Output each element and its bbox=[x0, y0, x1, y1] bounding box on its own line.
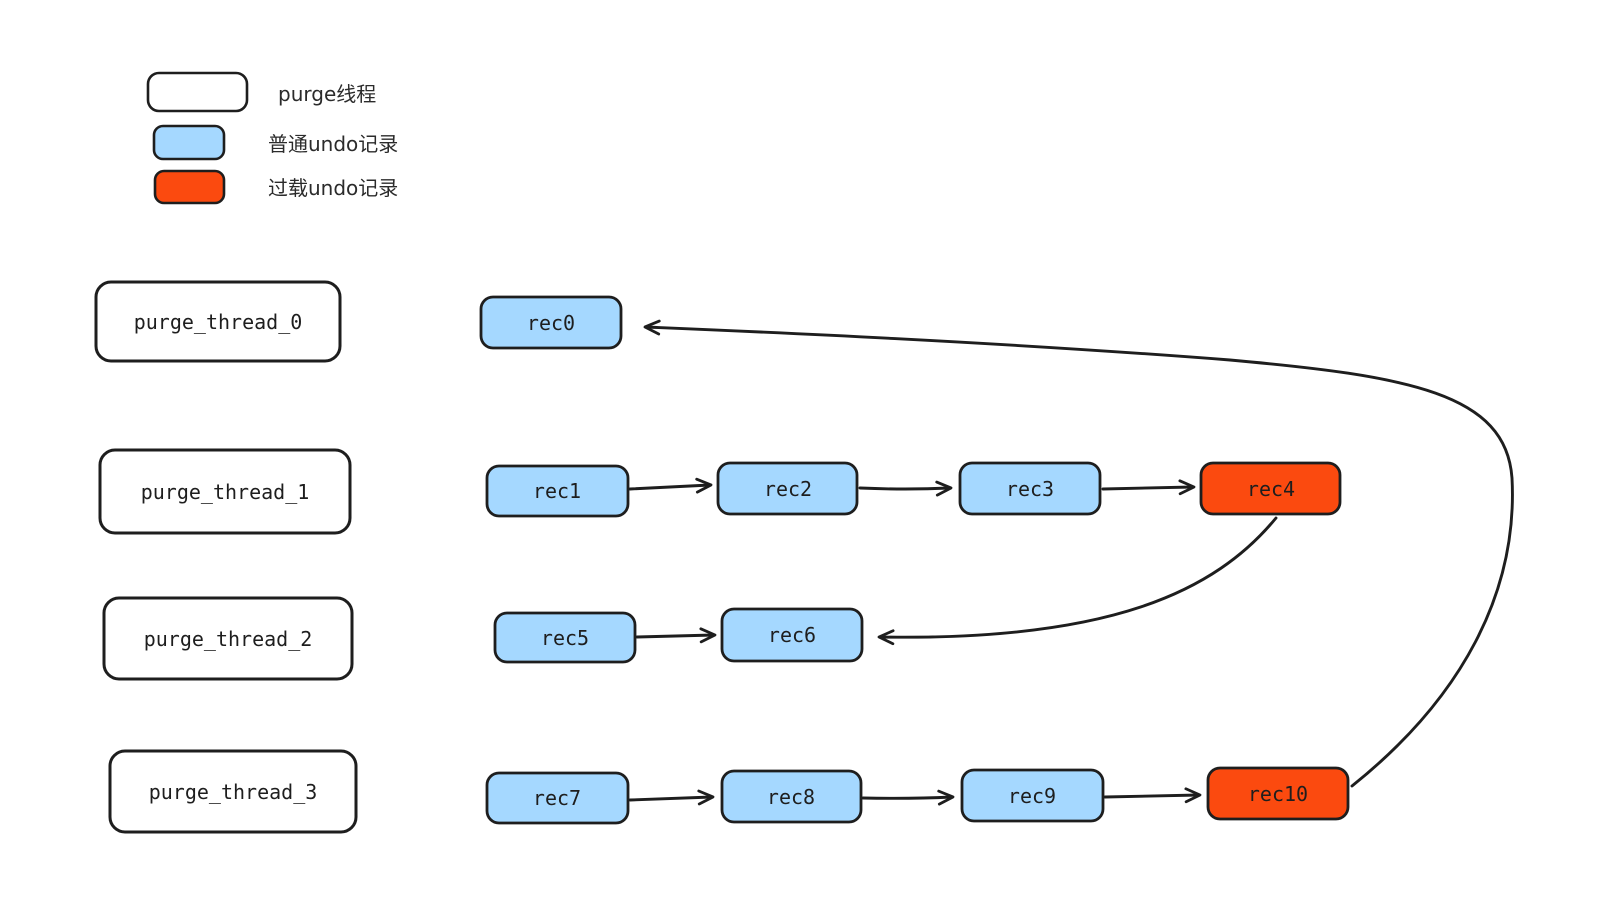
purge-threads: purge_thread_0 purge_thread_1 purge_thre… bbox=[94, 280, 358, 834]
legend-swatch-overload-undo-box bbox=[153, 169, 226, 205]
record-box-rec7 bbox=[485, 771, 630, 825]
arrow-rec1-to-rec2 bbox=[628, 477, 713, 494]
legend-label-overload-undo: 过载undo记录 bbox=[268, 176, 398, 200]
record-label-rec10: rec10 bbox=[1248, 782, 1308, 806]
record-label-rec3: rec3 bbox=[1006, 477, 1054, 501]
record-box-rec0 bbox=[479, 295, 623, 350]
record-label-rec1: rec1 bbox=[533, 479, 581, 503]
arrow-rec7-to-rec8 bbox=[628, 789, 715, 806]
record-label-rec8: rec8 bbox=[767, 785, 815, 809]
thread-box-purge-thread-3 bbox=[108, 749, 358, 834]
legend-label-normal-undo: 普通undo记录 bbox=[268, 132, 398, 156]
thread-label-purge-thread-1: purge_thread_1 bbox=[141, 480, 310, 504]
legend-label-purge-thread: purge线程 bbox=[278, 82, 376, 106]
undo-records: rec0 rec1 rec2 rec3 rec4 rec5 rec6 rec7 … bbox=[479, 295, 1350, 825]
record-label-rec7: rec7 bbox=[533, 786, 581, 810]
thread-label-purge-thread-3: purge_thread_3 bbox=[149, 780, 318, 804]
record-label-rec0: rec0 bbox=[527, 311, 575, 335]
record-box-rec1 bbox=[485, 464, 630, 518]
thread-box-purge-thread-1 bbox=[98, 448, 352, 535]
legend-swatch-purge-thread-box bbox=[146, 71, 249, 113]
record-box-rec10 bbox=[1206, 766, 1350, 821]
arrow-rec2-to-rec3 bbox=[858, 480, 953, 497]
record-box-rec6 bbox=[720, 607, 864, 663]
arrow-rec3-to-rec4 bbox=[1101, 479, 1196, 496]
arrow-rec4-to-rec6 bbox=[877, 516, 1278, 646]
record-label-rec2: rec2 bbox=[764, 477, 812, 501]
thread-label-purge-thread-2: purge_thread_2 bbox=[144, 627, 313, 651]
record-label-rec4: rec4 bbox=[1247, 477, 1295, 501]
record-box-rec2 bbox=[716, 461, 859, 516]
record-box-rec8 bbox=[720, 769, 863, 824]
record-label-rec6: rec6 bbox=[768, 623, 816, 647]
record-label-rec5: rec5 bbox=[541, 626, 589, 650]
thread-label-purge-thread-0: purge_thread_0 bbox=[134, 310, 303, 334]
thread-box-purge-thread-2 bbox=[102, 596, 354, 681]
arrow-rec8-to-rec9 bbox=[861, 789, 955, 806]
arrow-rec10-to-rec0 bbox=[643, 319, 1514, 788]
record-box-rec4 bbox=[1199, 461, 1342, 516]
record-box-rec9 bbox=[960, 768, 1105, 823]
record-box-rec5 bbox=[493, 611, 637, 664]
legend: purge线程 普通undo记录 过载undo记录 bbox=[146, 71, 398, 205]
legend-swatch-normal-undo-box bbox=[152, 124, 226, 161]
record-label-rec9: rec9 bbox=[1008, 784, 1056, 808]
record-box-rec3 bbox=[958, 461, 1102, 516]
arrow-rec5-to-rec6 bbox=[635, 627, 717, 644]
thread-box-purge-thread-0 bbox=[94, 280, 342, 363]
arrow-rec9-to-rec10 bbox=[1103, 787, 1202, 804]
arrows bbox=[628, 319, 1514, 806]
